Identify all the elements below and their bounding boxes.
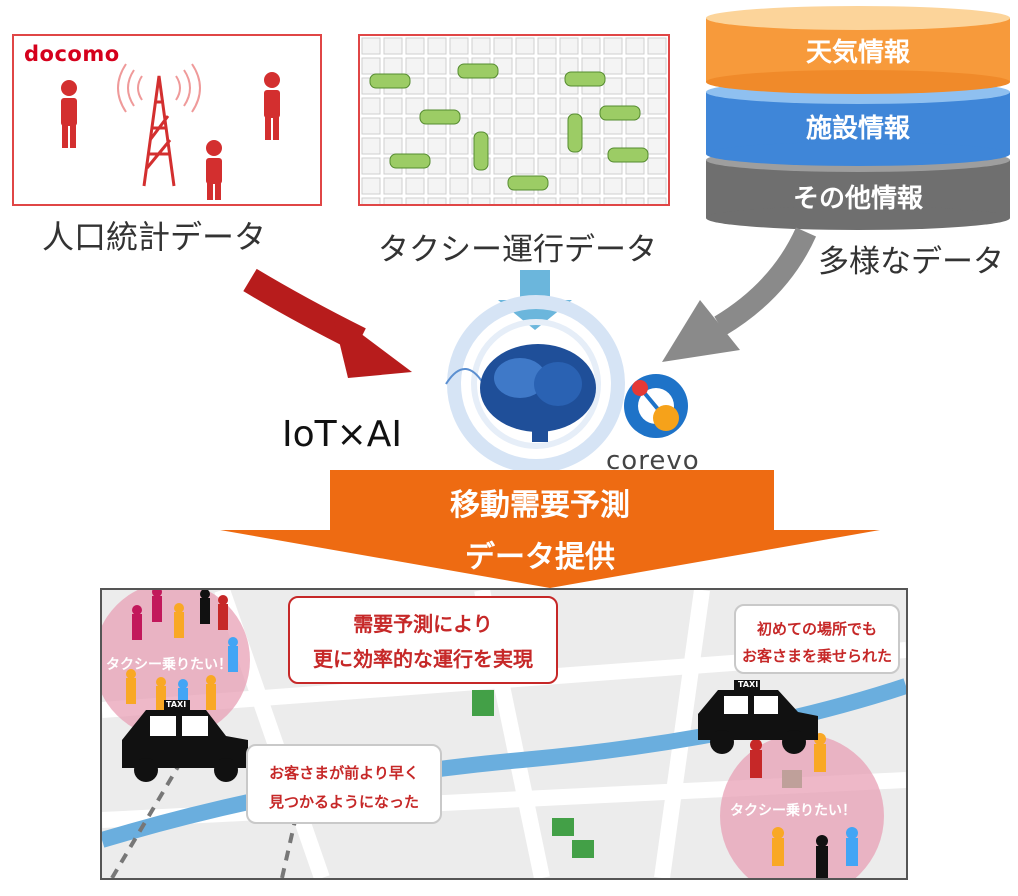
left-message-line-2: 見つかるようになった [268,793,419,811]
person-icon [816,835,828,878]
banner-line-2: データ提供 [465,540,615,575]
taxi-data-panel [358,34,670,206]
grey-arrow-icon [662,227,817,362]
taxi-sign-right: TAXI [738,680,759,689]
person-icon [206,140,222,200]
ride-wish-left: タクシー乗りたい！ [106,657,232,673]
signal-waves-icon [117,63,201,113]
person-icon [750,739,762,778]
other-info-label: その他情報 [792,184,923,214]
person-icon [61,80,77,148]
person-icon [152,590,162,622]
right-message-bubble: 初めての場所でも お客さまを乗せられた [734,604,900,674]
person-icon [228,637,238,672]
ai-brain-illustration [445,295,625,472]
docomo-logo: docomo [24,42,120,66]
center-message-line-2: 更に効率的な運行を実現 [313,647,533,671]
person-icon [206,675,216,710]
red-arrow-icon [243,268,412,378]
population-illustration [61,63,280,200]
facility-info-label: 施設情報 [805,114,910,144]
person-icon [200,590,210,624]
diverse-data-caption: 多様なデータ [818,244,1004,280]
taxi-icon [369,63,649,191]
iot-ai-label: IoT×AI [282,414,403,455]
demand-map-panel: TAXI TAXI タクシー乗りたい！ タクシー乗りたい！ 需要予測により 更に… [100,588,908,880]
banner-line-1: 移動需要予測 [450,488,630,523]
person-icon [264,72,280,140]
right-message-line-2: お客さまを乗せられた [741,647,892,665]
population-caption: 人口統計データ [42,218,267,256]
center-message-line-1: 需要予測により [353,612,493,636]
person-icon [846,827,858,866]
brain-icon [480,344,596,442]
corevo-logo-icon [624,374,688,438]
left-message-bubble: お客さまが前より早く 見つかるようになった [246,744,442,824]
population-data-panel: docomo [12,34,322,206]
right-message-line-1: 初めての場所でも [756,620,877,638]
prediction-banner-arrow [220,470,880,588]
city-map-illustration [102,590,906,878]
person-icon [174,603,184,638]
weather-info-label: 天気情報 [805,38,910,68]
taxi-sign-left: TAXI [166,700,187,709]
person-icon [772,827,784,866]
person-icon [218,595,228,630]
person-icon [156,677,166,712]
left-message-line-1: お客さまが前より早く [269,764,419,782]
person-icon [126,669,136,704]
center-message-bubble: 需要予測により 更に効率的な運行を実現 [288,596,558,684]
data-stack [706,6,1010,230]
person-icon [132,605,142,640]
taxi-caption: タクシー運行データ [378,232,657,268]
signal-tower-icon [142,75,176,187]
taxi-grid-illustration [360,36,668,204]
ride-wish-right: タクシー乗りたい！ [730,803,856,819]
